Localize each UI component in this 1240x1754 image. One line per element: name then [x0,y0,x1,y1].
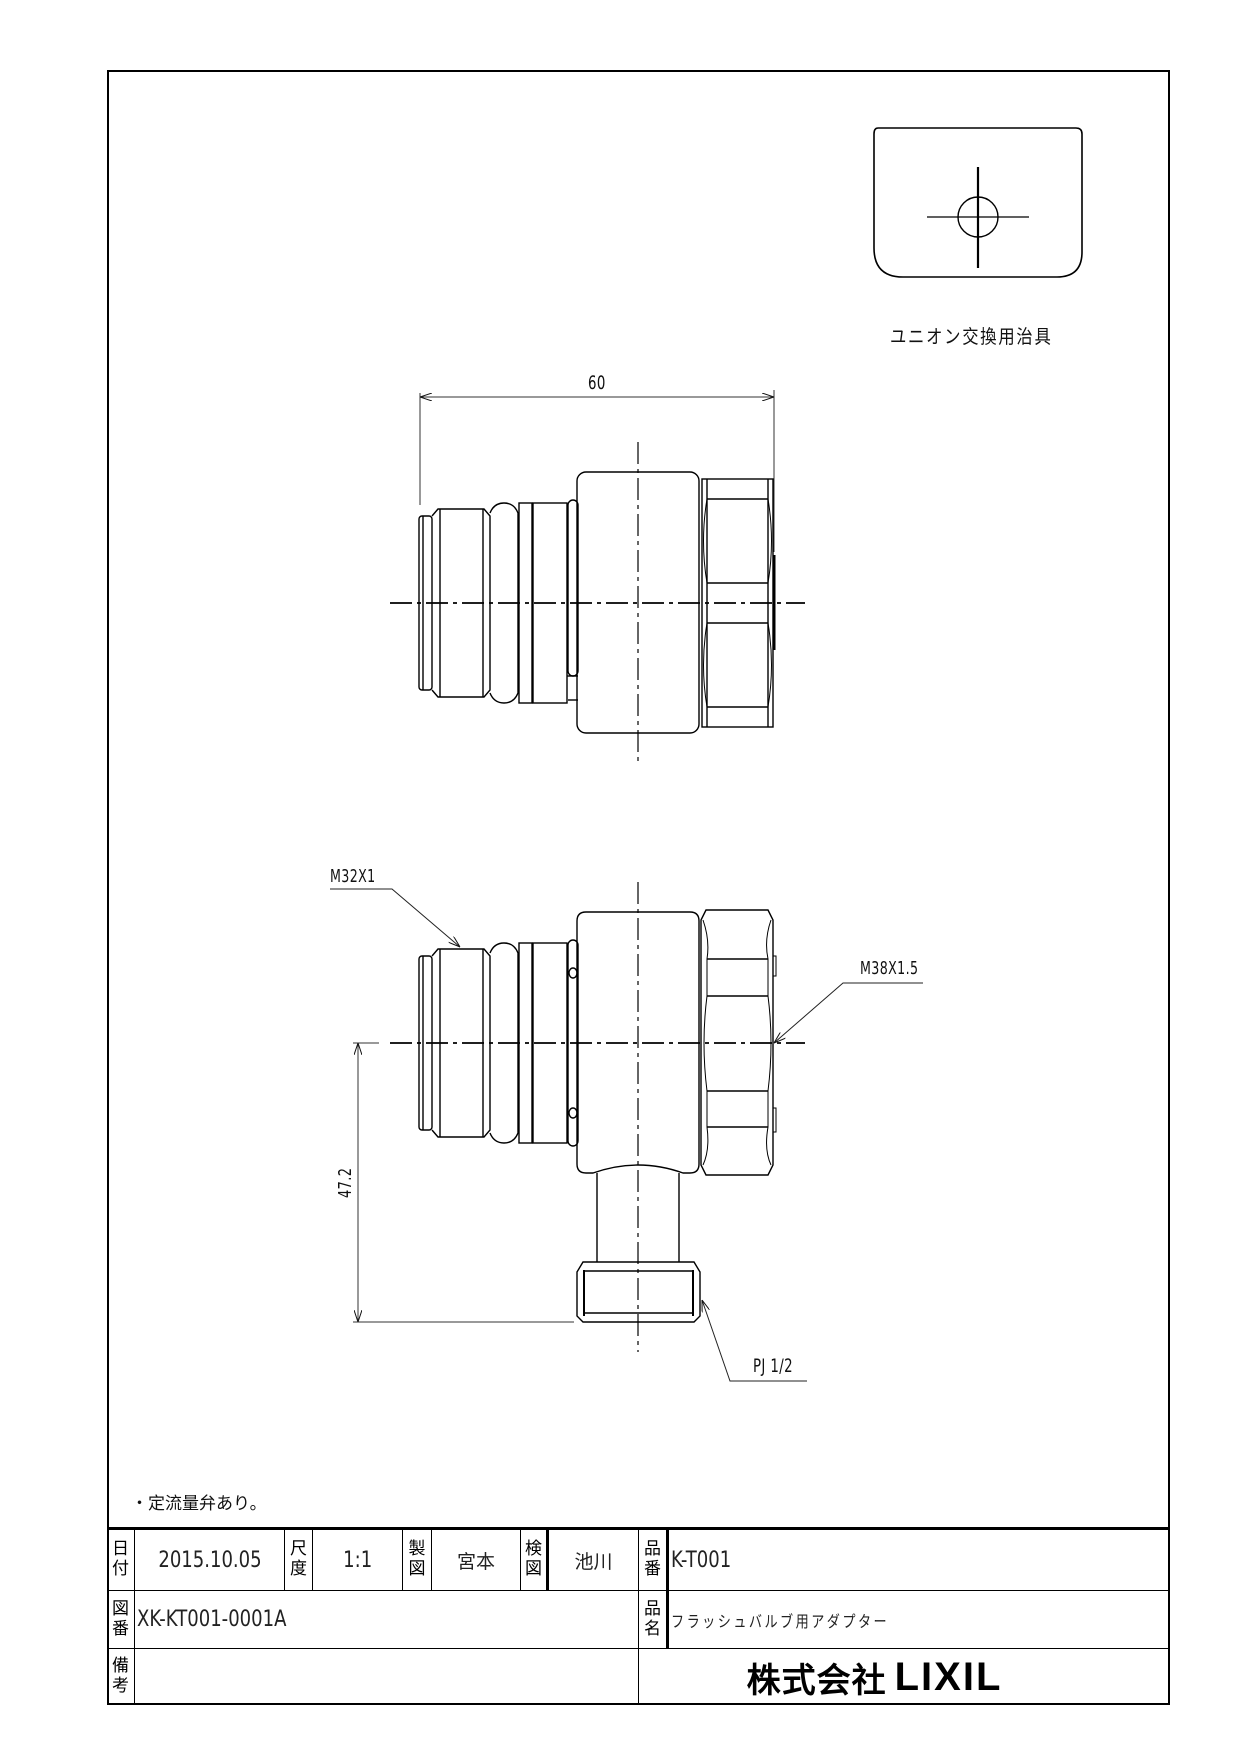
drawn-by-value: 宮本 [456,1550,495,1573]
front-view [330,882,923,1382]
drawing-number-label: 図 番 [107,1591,135,1649]
title-block: 日 付 2015.10.05 尺 度 1:1 製 図 宮本 検 図 池川 品 番… [107,1527,1170,1705]
part-number-value: K-T001 [671,1547,732,1573]
checked-label-char-1: 検 [525,1539,542,1560]
remarks-label: 備 考 [107,1649,135,1705]
part-name-value: フラッシュバルブ用アダプター [671,1611,890,1631]
part-number-value-cell: K-T001 [669,1530,1170,1591]
drawing-number-value-cell: XK-KT001-0001A [135,1591,639,1649]
part-name-label-char-2: 名 [644,1618,661,1639]
drawn-by-value-cell: 宮本 [432,1530,521,1591]
part-name-label-char-1: 品 [644,1598,661,1619]
scale-label: 尺 度 [285,1530,313,1591]
checked-by-value-cell: 池川 [549,1530,639,1591]
checked-label-char-2: 図 [525,1559,542,1579]
drawing-number-value: XK-KT001-0001A [137,1607,287,1632]
date-label-char-1: 日 [112,1539,129,1560]
note-text: ・定流量弁あり。 [131,1494,267,1514]
jig-symbol-label: ユニオン交換用治具 [890,326,1053,348]
jig-symbol [873,127,1083,278]
callout-outlet-thread: M38X1.5 [860,958,919,979]
part-name-label: 品 名 [639,1591,669,1649]
callout-bottom-thread: PJ 1/2 [753,1355,793,1377]
drawing-no-label-char-1: 図 [112,1598,129,1619]
checked-by-value: 池川 [574,1550,613,1573]
drawn-label-char-1: 製 [408,1539,426,1560]
date-label: 日 付 [107,1530,135,1591]
part-no-label-char-1: 品 [644,1539,661,1560]
checked-by-label: 検 図 [521,1530,549,1591]
callout-inlet-thread: M32X1 [330,866,376,887]
drawing-no-label-char-2: 番 [112,1618,129,1639]
company-brand: LIXIL [894,1654,1003,1699]
company-name-jp: 株式会社 [746,1660,887,1701]
drawn-by-label: 製 図 [403,1530,432,1591]
scale-label-char-1: 尺 [290,1539,307,1560]
company-logo: 株式会社 LIXIL [639,1649,1170,1705]
scale-value: 1:1 [342,1547,373,1573]
part-name-value-cell: フラッシュバルブ用アダプター [669,1591,1170,1649]
remarks-label-char-2: 考 [112,1676,129,1696]
dimension-height-offset: 47.2 [335,1167,356,1198]
top-view [390,390,805,763]
date-value-cell: 2015.10.05 [135,1530,285,1591]
scale-label-char-2: 度 [290,1559,307,1579]
date-value: 2015.10.05 [157,1547,262,1573]
remarks-label-char-1: 備 [112,1656,129,1677]
scale-value-cell: 1:1 [313,1530,403,1591]
part-number-label: 品 番 [639,1530,669,1591]
dimension-overall-length: 60 [588,372,606,394]
drawing-frame [107,70,1170,1705]
date-label-char-2: 付 [112,1559,129,1579]
part-no-label-char-2: 番 [644,1559,661,1579]
remarks-value-cell [135,1649,639,1705]
drawn-label-char-2: 図 [408,1559,426,1579]
